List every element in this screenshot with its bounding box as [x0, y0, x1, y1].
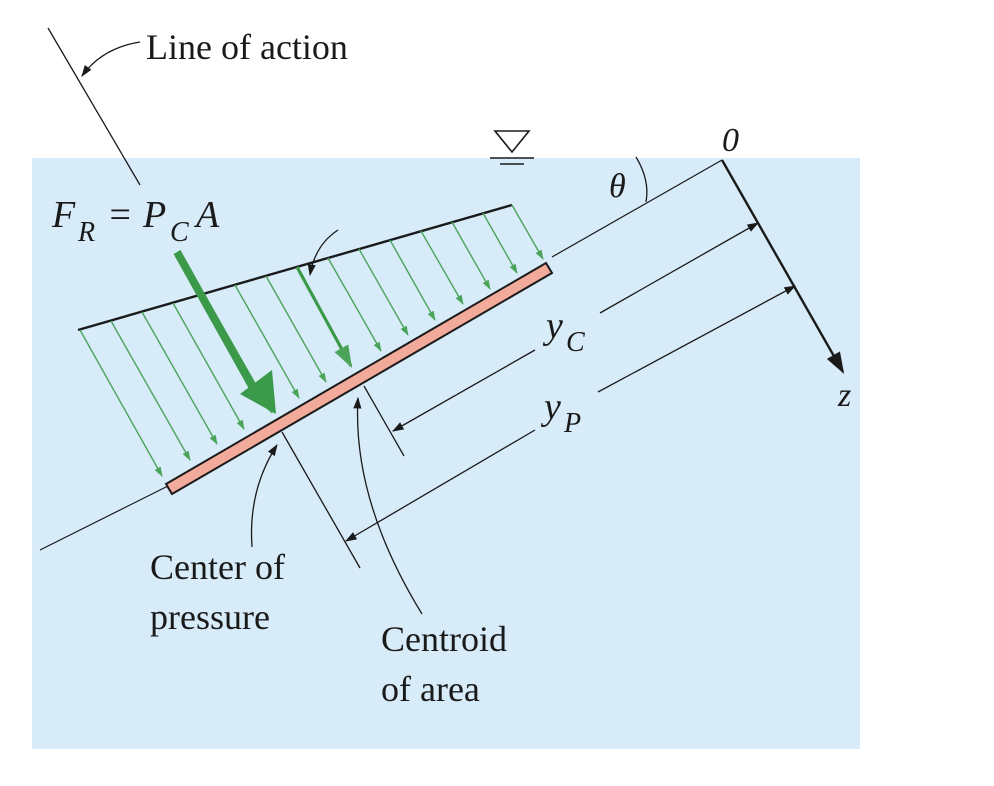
centroid-perpendicular: [363, 385, 405, 457]
force-eq: =: [100, 194, 140, 236]
z-axis-label: z: [837, 377, 851, 414]
pressure-envelope: [77, 203, 513, 332]
center-of-pressure-label-line2: pressure: [150, 597, 270, 637]
yp-sub: P: [563, 408, 581, 439]
line-of-action-pointer: [81, 41, 141, 77]
water-region: [32, 158, 860, 749]
resultant-force-arrow: [173, 250, 276, 414]
resultant-force-label: F R = P C A: [51, 194, 220, 248]
plate-axis-line-upper: [551, 159, 723, 258]
yc-y: y: [542, 305, 563, 347]
theta-arc: [635, 156, 648, 203]
yc-label: y C: [542, 305, 585, 358]
yp-y: y: [540, 386, 561, 428]
line-of-action: [47, 27, 141, 186]
theta-label: θ: [609, 168, 626, 205]
force-F: F: [51, 194, 76, 236]
force-C: C: [170, 217, 189, 248]
yc-dimension-left: [391, 349, 536, 432]
line-of-action-label: Line of action: [146, 27, 348, 67]
force-R: R: [77, 217, 95, 248]
yp-dimension-right: [597, 285, 797, 393]
plate-axis-line: [39, 485, 169, 551]
yp-label: y P: [540, 386, 581, 439]
centroid-label-line2: of area: [381, 669, 480, 709]
force-P: P: [142, 194, 166, 236]
free-surface-triangle-icon: [490, 130, 534, 165]
yc-dimension-right: [599, 222, 760, 314]
centroid-label-line1: Centroid: [381, 619, 507, 659]
pressure-center-perpendicular: [281, 431, 361, 569]
center-of-pressure-label-line1: Center of: [150, 547, 285, 587]
centroid-pressure-pointer: [307, 229, 339, 277]
centroid-pressure-arrow: [295, 266, 353, 368]
force-A: A: [193, 194, 220, 236]
z-axis-arrow: [720, 159, 845, 374]
submerged-plate: [164, 261, 554, 496]
yc-sub: C: [566, 327, 585, 358]
centroid-leader: [353, 396, 423, 615]
origin-label: 0: [722, 122, 739, 159]
center-of-pressure-leader: [250, 444, 278, 548]
